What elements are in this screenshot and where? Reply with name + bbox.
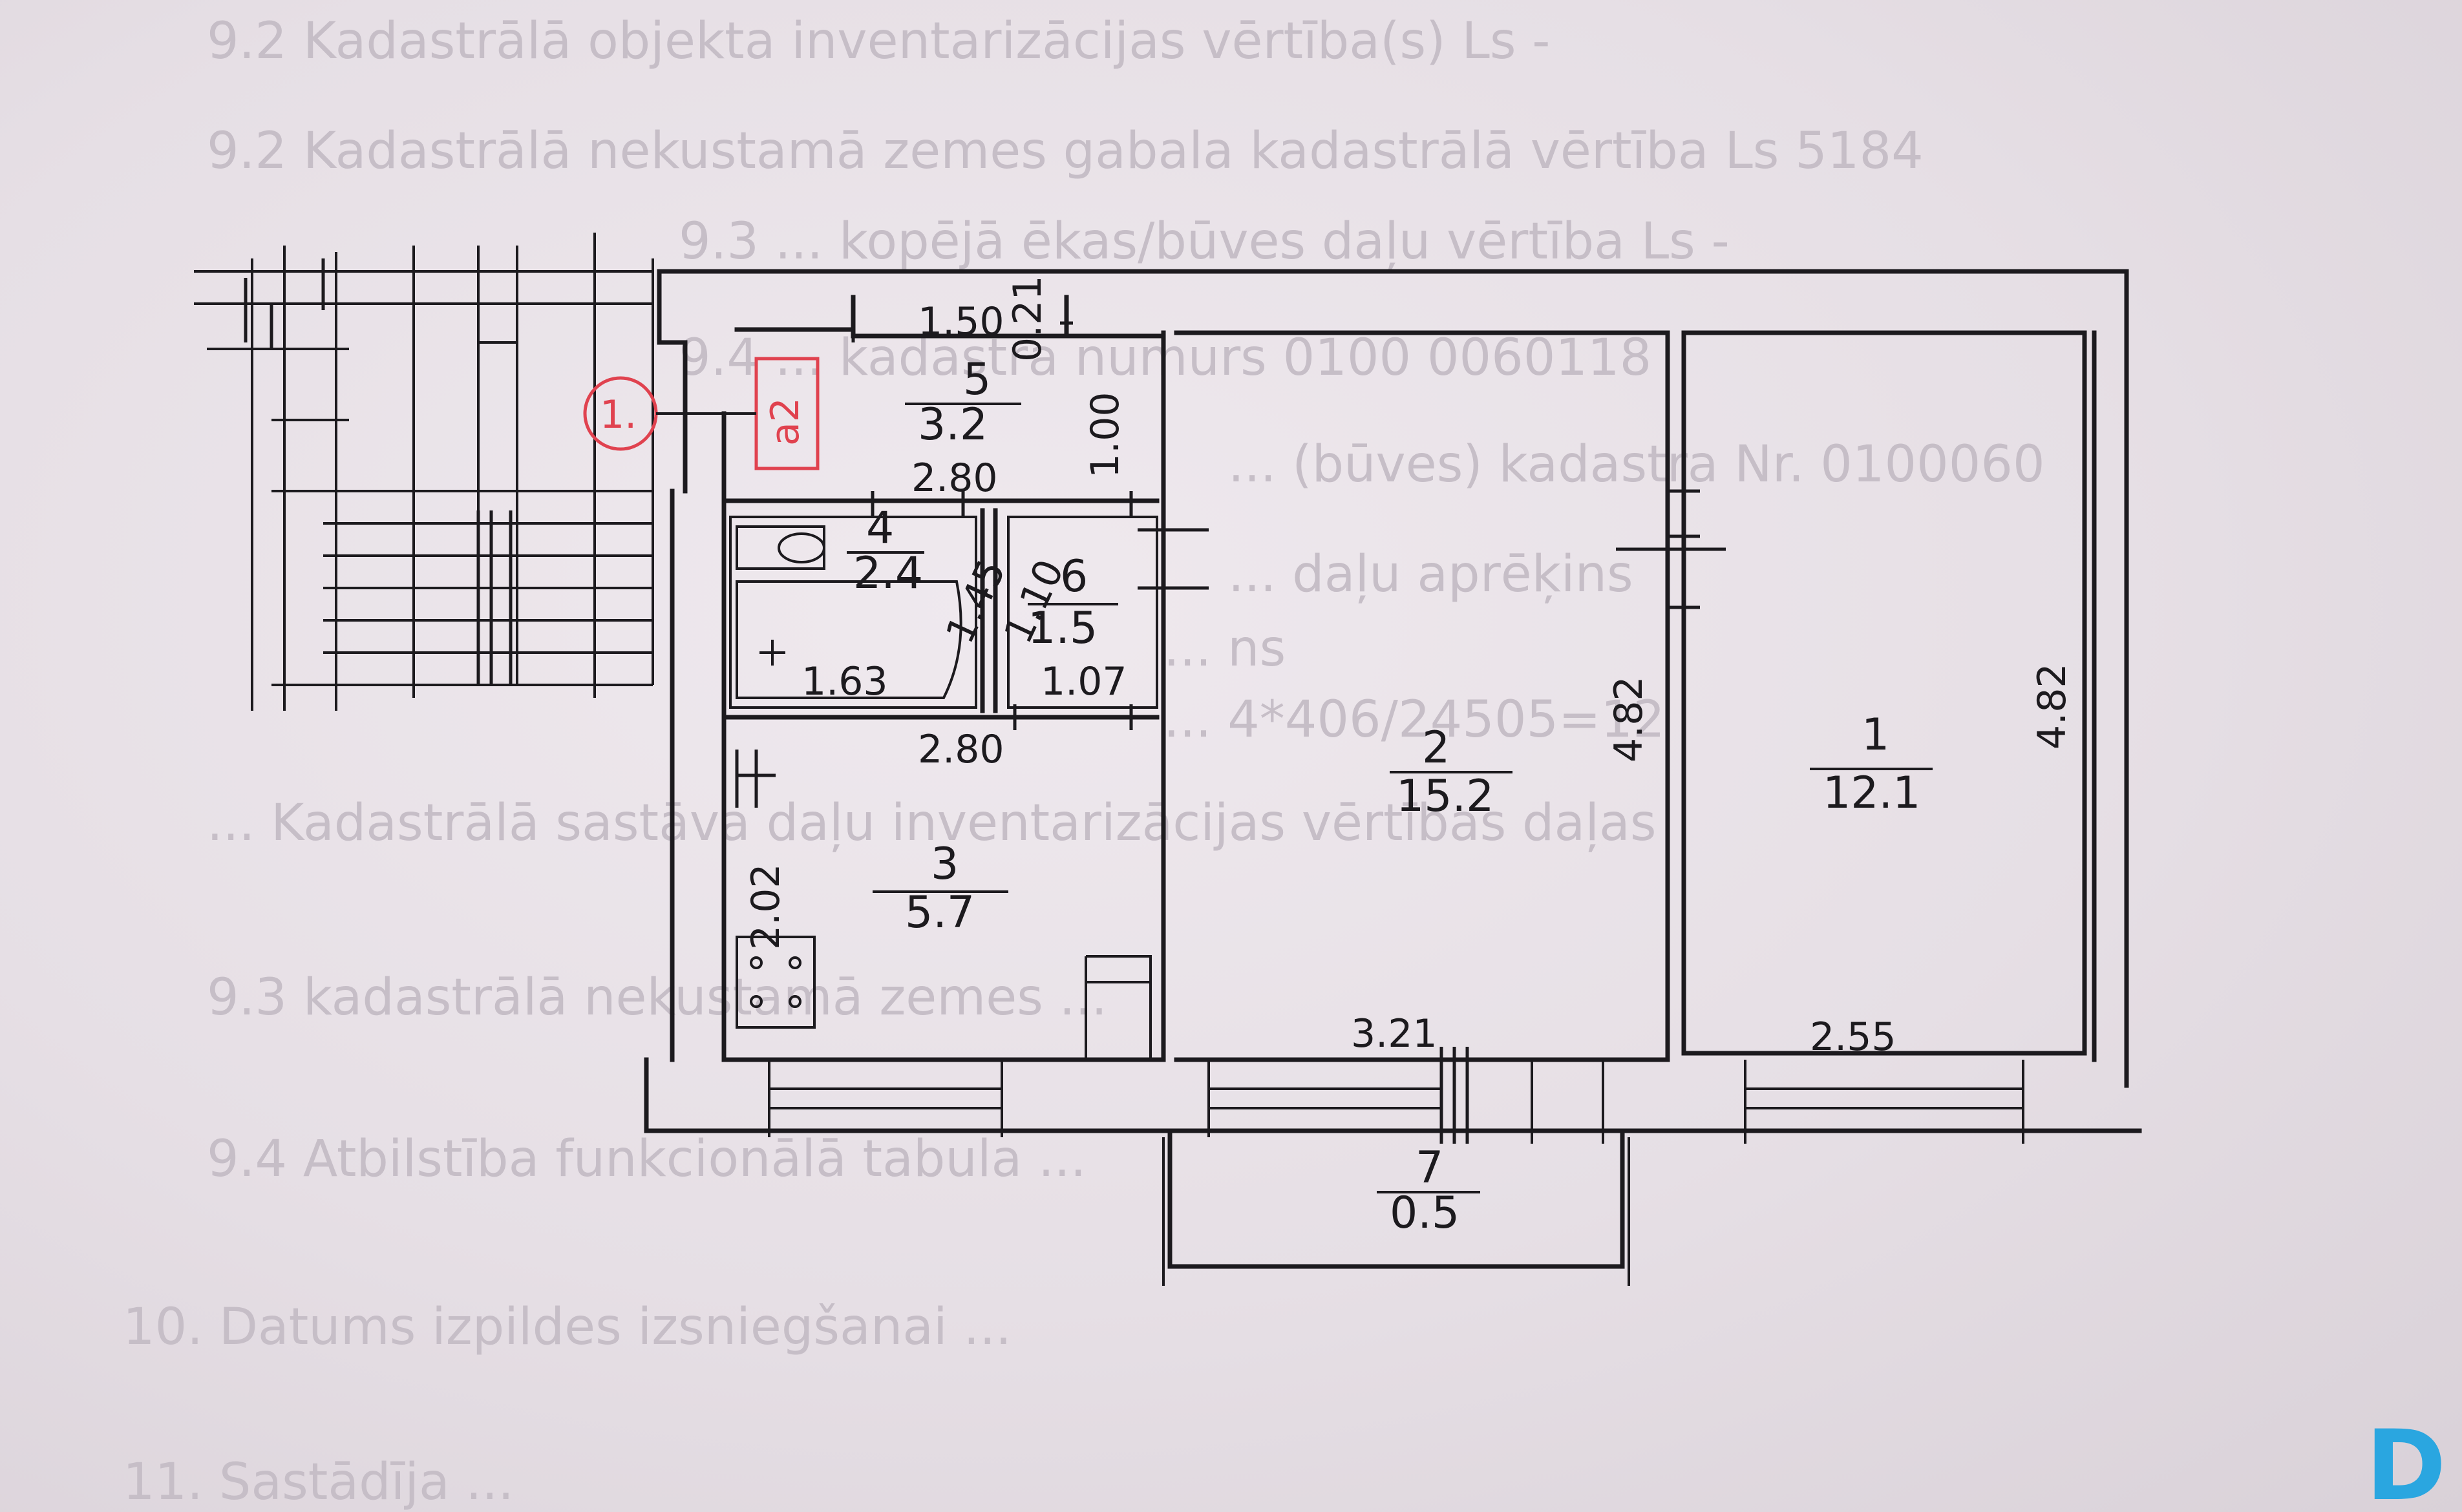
room-5-area: 3.2: [918, 399, 988, 450]
room-4-number: 4: [866, 503, 894, 554]
background-text: 9.2 Kadastrālā objekta inventarizācijas …: [123, 12, 2045, 1511]
bg-line-8: ... 4*406/24505=12: [1163, 691, 1665, 749]
dim-1-50: 1.50: [918, 299, 1004, 344]
room-4-area: 2.4: [853, 548, 923, 599]
room-6-number: 6: [1060, 551, 1088, 602]
bg-line-10: 9.3 kadastrālā nekustamā zemes ...: [207, 969, 1107, 1027]
bg-line-12: 10. Datums izpildes izsniegšanai ...: [123, 1298, 1012, 1356]
dim-2-80-top: 2.80: [911, 456, 998, 501]
stamp-label: a2: [763, 397, 808, 446]
dim-2-55: 2.55: [1810, 1014, 1896, 1060]
bg-line-7: ... ns: [1163, 620, 1286, 678]
room-5-number: 5: [963, 354, 991, 405]
dim-3-21: 3.21: [1351, 1011, 1438, 1056]
bg-line-6: ... daļu aprēķins: [1228, 545, 1633, 604]
logo: D: [2366, 1410, 2446, 1512]
dim-4-82-room1: 4.82: [2030, 663, 2075, 750]
bg-line-9: ... Kadastrālā sastāva daļu inventarizāc…: [207, 794, 1656, 852]
dim-4-82-room2: 4.82: [1606, 676, 1651, 762]
stamp-circle-label: 1.: [600, 392, 637, 437]
room-7-number: 7: [1416, 1142, 1443, 1193]
room-labels: 5 3.2 4 2.4 6 1.5 3 5.7 2 15.2 1 12.1 7 …: [847, 354, 1933, 1239]
dim-1-63: 1.63: [801, 659, 888, 704]
dimension-labels: 1.50 0.21 1.00 2.80 1.45 1.63 1.10 1.07 …: [743, 275, 2075, 1060]
walls: [644, 269, 2142, 1133]
dim-1-00: 1.00: [1083, 392, 1128, 478]
fixtures: [735, 525, 1152, 1060]
dimension-ticks: [851, 297, 1726, 730]
red-stamp: 1. a2: [583, 357, 820, 470]
room-3-area: 5.7: [905, 887, 975, 938]
bg-line-2: 9.2 Kadastrālā nekustamā zemes gabala ka…: [207, 122, 1924, 180]
dim-1-07: 1.07: [1041, 659, 1127, 704]
bg-line-11: 9.4 Atbilstība funkcionālā tabula ...: [207, 1130, 1087, 1188]
logo-letter: D: [2366, 1410, 2446, 1512]
room-1-area: 12.1: [1823, 768, 1920, 819]
bg-line-5: ... (būves) kadastra Nr. 0100060: [1228, 436, 2045, 494]
windows: [768, 1047, 2024, 1144]
dim-0-21: 0.21: [1005, 275, 1050, 362]
room-7-area: 0.5: [1390, 1188, 1459, 1239]
room-2-area: 15.2: [1396, 771, 1494, 822]
dim-1-45: 1.45: [937, 553, 1015, 651]
balcony: [1162, 1128, 1630, 1286]
bg-line-3: 9.3 ... kopējā ēkas/būves daļu vērtība L…: [679, 213, 1730, 271]
bg-line-13: 11. Sastādīja ...: [123, 1453, 514, 1511]
room-1-number: 1: [1862, 709, 1889, 761]
dim-2-80-bottom: 2.80: [918, 727, 1004, 772]
staircase: [194, 233, 654, 711]
dim-2-02: 2.02: [743, 863, 789, 950]
room-6-area: 1.5: [1028, 603, 1098, 654]
room-3-number: 3: [931, 839, 959, 890]
room-2-number: 2: [1422, 722, 1450, 773]
bg-line-1: 9.2 Kadastrālā objekta inventarizācijas …: [207, 12, 1550, 70]
